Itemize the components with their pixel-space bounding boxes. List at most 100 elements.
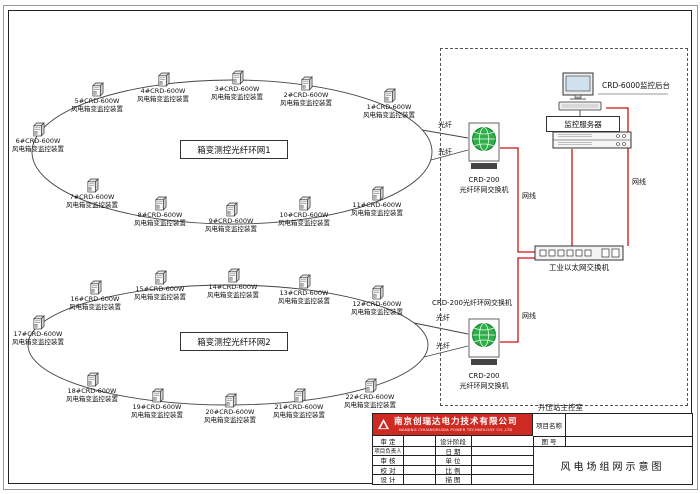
node-desc: 风电箱变监控装置 [204, 415, 256, 424]
node-desc: 风电箱变监控装置 [363, 110, 415, 119]
ring2-label: 箱变测控光纤环网2 [197, 337, 271, 348]
fiber-switch-icon [468, 122, 500, 170]
field-trace: 描 图 [435, 474, 472, 485]
field-design-value [403, 474, 436, 485]
title-block: 南京创瑞达电力技术有限公司 NANJING CHUANGRUIDA POWER … [372, 413, 693, 485]
node-desc: 风电箱变监控装置 [278, 296, 330, 305]
node-id: 13#CRD-600W [279, 289, 329, 297]
transformer-cabinet-icon [89, 280, 102, 295]
field-leader-value [403, 446, 436, 456]
transformer-cabinet-icon [157, 72, 170, 87]
switch-bottom-type: 光纤环网交换机 [459, 382, 509, 390]
field-date-value [471, 446, 534, 456]
transformer-cabinet-icon [300, 76, 313, 91]
field-stage: 设计阶段 [435, 436, 472, 447]
fiber-switch-icon [468, 318, 500, 366]
transformer-cabinet-icon [298, 196, 311, 211]
node-id: 16#CRD-600W [70, 295, 120, 303]
transformer-cabinet-icon [364, 378, 377, 393]
company-banner: 南京创瑞达电力技术有限公司 NANJING CHUANGRUIDA POWER … [373, 414, 533, 436]
node-desc: 风电箱变监控装置 [273, 410, 325, 419]
transformer-cabinet-icon [154, 270, 167, 285]
node-desc: 风电箱变监控装置 [205, 224, 257, 233]
field-approve-value [403, 436, 436, 447]
field-check-value [403, 465, 436, 475]
field-drawing-no-value [565, 436, 693, 447]
node-desc: 风电箱变监控装置 [66, 394, 118, 403]
transformer-cabinet-icon [293, 388, 306, 403]
transformer-cabinet-icon [154, 196, 167, 211]
control-room-boundary [440, 48, 688, 406]
switch-top-name: CRD-200 [468, 176, 500, 184]
server-rack-icon [552, 131, 632, 149]
field-review: 审 核 [373, 455, 404, 466]
node-id: 5#CRD-600W [74, 97, 120, 105]
node-id: 11#CRD-600W [352, 201, 402, 209]
fiber-label: 光纤 [438, 148, 452, 156]
node-desc: 风电箱变监控装置 [137, 94, 189, 103]
field-scale: 比 例 [435, 465, 472, 475]
node-id: 21#CRD-600W [274, 403, 324, 411]
node-desc: 风电箱变监控装置 [280, 98, 332, 107]
company-name: 南京创瑞达电力技术有限公司 [394, 417, 518, 427]
node-id: 2#CRD-600W [283, 91, 329, 99]
node-id: 7#CRD-600W [69, 193, 115, 201]
node-desc: 风电箱变监控装置 [66, 200, 118, 209]
transformer-cabinet-icon [371, 186, 384, 201]
node-desc: 风电箱变监控装置 [278, 218, 330, 227]
transformer-cabinet-icon [225, 202, 238, 217]
field-design: 设 计 [373, 474, 404, 485]
field-leader: 项目负责人 [373, 446, 404, 456]
transformer-cabinet-icon [86, 372, 99, 387]
ethernet-switch-icon [534, 245, 624, 261]
node-desc: 风电箱变监控装置 [69, 302, 121, 311]
company-logo-icon [377, 418, 390, 430]
field-trace-value [471, 474, 534, 485]
transformer-cabinet-icon [86, 178, 99, 193]
cable-label: 网线 [522, 192, 536, 200]
node-id: 9#CRD-600W [208, 217, 254, 225]
fiber-label: 光纤 [438, 121, 452, 129]
field-drawing-no: 图 号 [533, 436, 566, 447]
node-id: 6#CRD-600W [15, 137, 61, 145]
outer-border [3, 5, 698, 490]
field-review-value [403, 455, 436, 466]
transformer-cabinet-icon [32, 315, 45, 330]
node-id: 18#CRD-600W [67, 387, 117, 395]
workstation-label: CRD-6000监控后台 [602, 81, 671, 90]
node-id: 14#CRD-600W [208, 283, 258, 291]
switch-bottom-name: CRD-200 [468, 372, 500, 380]
inner-border [8, 10, 692, 484]
field-project-name: 项目名称 [533, 414, 566, 437]
node-desc: 风电箱变监控装置 [131, 410, 183, 419]
switch-bottom-title: CRD-200光纤环网交换机 [431, 299, 513, 307]
switch-top-type: 光纤环网交换机 [459, 186, 509, 194]
node-desc: 风电箱变监控装置 [134, 218, 186, 227]
company-name-en: NANJING CHUANGRUIDA POWER TECHNOLOGY CO.… [399, 427, 513, 432]
node-desc: 风电箱变监控装置 [351, 307, 403, 316]
node-id: 12#CRD-600W [352, 300, 402, 308]
transformer-cabinet-icon [231, 70, 244, 85]
workstation-icon [558, 72, 602, 111]
node-id: 8#CRD-600W [137, 211, 183, 219]
field-check: 校 对 [373, 465, 404, 475]
node-desc: 风电箱变监控装置 [211, 92, 263, 101]
field-project-name-value [565, 414, 693, 437]
